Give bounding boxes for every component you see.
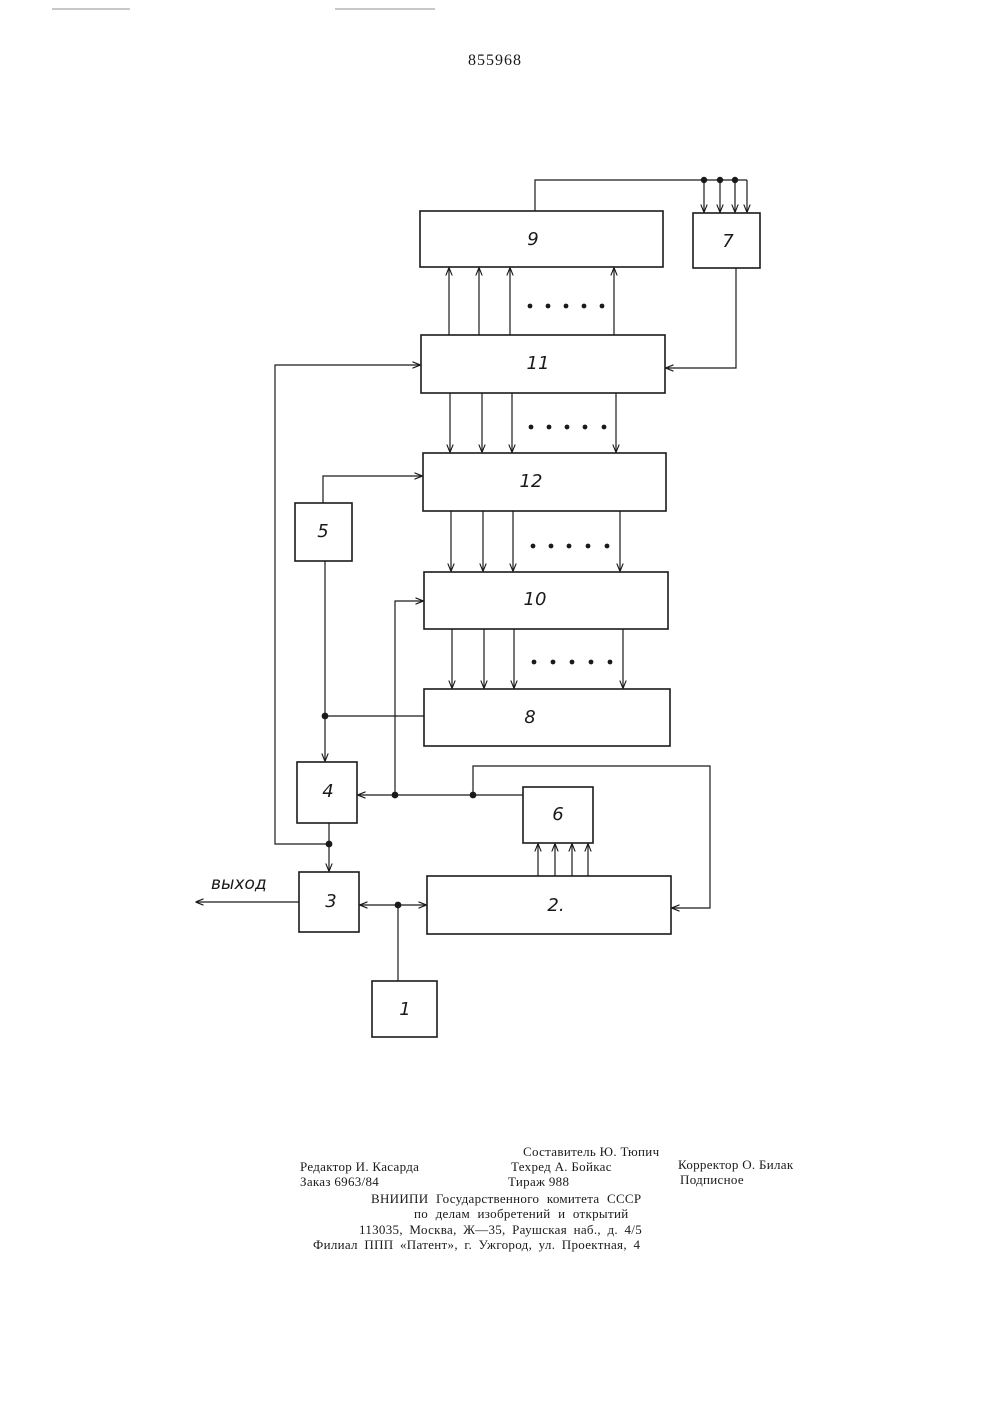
bus-12-to-10 — [451, 511, 620, 571]
svg-text:10: 10 — [524, 589, 547, 610]
colophon-order: Заказ 6963/84 — [300, 1174, 379, 1189]
block-9: 9 — [420, 211, 663, 267]
block-6: 6 — [523, 787, 593, 843]
connection-5-to-4 — [322, 561, 424, 761]
colophon-address: 113035, Москва, Ж—35, Раушская наб., д. … — [359, 1222, 642, 1237]
svg-text:9: 9 — [527, 229, 538, 250]
bus-10-to-8 — [452, 629, 623, 688]
colophon-org-line1: ВНИИПИ Государственного комитета СССР — [371, 1191, 641, 1206]
connection-1-to-2-and-3 — [360, 902, 426, 981]
block-12: 12 — [423, 453, 666, 511]
colophon-org-line2: по делам изобретений и открытий — [414, 1206, 628, 1221]
block-5: 5 — [295, 503, 352, 561]
connection-9-to-7 — [535, 177, 747, 212]
colophon-branch: Филиал ППП «Патент», г. Ужгород, ул. Про… — [313, 1237, 640, 1252]
svg-text:8: 8 — [524, 707, 535, 728]
connection-5-to-12 — [323, 476, 422, 503]
output-label: выход — [211, 874, 267, 894]
block-10: 10 — [424, 572, 668, 629]
svg-text:6: 6 — [552, 804, 563, 825]
bus-2-to-6 — [538, 844, 588, 876]
block-2: 2. — [427, 876, 671, 934]
block-7: 7 — [693, 213, 760, 268]
svg-text:4: 4 — [322, 781, 333, 802]
colophon-circulation: Тираж 988 — [508, 1174, 569, 1189]
svg-text:2.: 2. — [547, 895, 564, 916]
bus-11-to-12 — [450, 393, 616, 452]
bus-11-to-9 — [449, 268, 614, 335]
colophon-compiler: Составитель Ю. Тюпич — [523, 1144, 659, 1159]
block-8: 8 — [424, 689, 670, 746]
svg-text:1: 1 — [399, 999, 410, 1020]
colophon-editor: Редактор И. Касарда — [300, 1159, 419, 1174]
svg-text:11: 11 — [527, 353, 550, 374]
block-11: 11 — [421, 335, 665, 393]
block-3: 3 — [299, 872, 359, 932]
colophon-techred: Техред А. Бойкас — [511, 1159, 612, 1174]
colophon-corrector: Корректор О. Билак — [678, 1157, 793, 1172]
connection-7-to-11 — [666, 268, 736, 368]
svg-text:7: 7 — [722, 231, 734, 252]
svg-text:3: 3 — [325, 891, 336, 912]
svg-text:12: 12 — [520, 471, 543, 492]
connection-6-to-4-and-10 — [358, 601, 710, 908]
colophon-subscription: Подписное — [680, 1172, 744, 1187]
block-4: 4 — [297, 762, 357, 823]
svg-text:5: 5 — [317, 521, 328, 542]
block-1: 1 — [372, 981, 437, 1037]
